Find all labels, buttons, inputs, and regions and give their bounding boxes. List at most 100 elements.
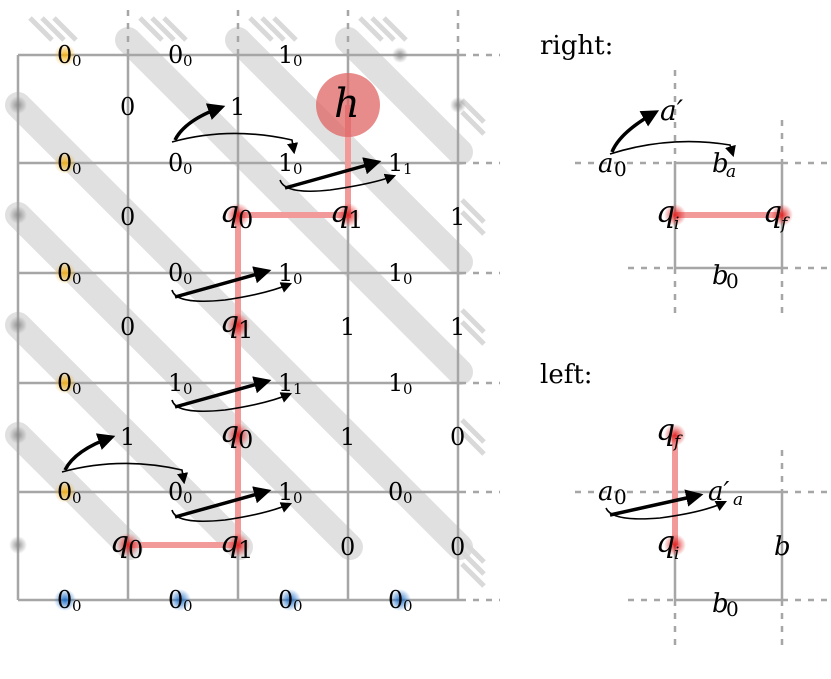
left-a-prime-a-sub: a — [733, 490, 743, 510]
cell: 0 — [450, 533, 465, 561]
head-marker: h — [316, 73, 380, 137]
blank-cell: 0 — [278, 586, 293, 614]
state-sub: 1 — [348, 206, 363, 234]
cell: 0 — [168, 41, 183, 69]
cell-sub: 1 — [293, 380, 303, 398]
right-ba: b — [712, 149, 729, 179]
cell-sub: 0 — [293, 52, 303, 70]
cell: 1 — [450, 313, 465, 341]
cell: 1 — [278, 478, 293, 506]
right-ba-sub: a — [726, 162, 736, 182]
cell: 1 — [450, 203, 465, 231]
cell: 0 — [168, 149, 183, 177]
cell: 1 — [340, 313, 355, 341]
state-q: q — [220, 415, 239, 450]
left-panel-title: left: — [540, 360, 593, 390]
cell-sub: 0 — [403, 270, 413, 288]
cell-sub: 0 — [183, 489, 193, 507]
left-b0-sub: 0 — [726, 597, 739, 621]
left-b0: b — [712, 589, 729, 619]
cell: 1 — [120, 423, 135, 451]
state-glows — [116, 203, 360, 557]
left-b: b — [774, 532, 791, 562]
cell: 0 — [120, 203, 135, 231]
cell-sub: 1 — [403, 160, 413, 178]
cell-sub: 0 — [183, 270, 193, 288]
right-qf: q — [763, 195, 782, 230]
blank-cell: 0 — [57, 478, 72, 506]
blank-sub: 0 — [183, 597, 193, 615]
blank-cell: 0 — [57, 41, 72, 69]
blank-sub: 0 — [72, 380, 82, 398]
cell: 1 — [278, 149, 293, 177]
left-qi-sub: i — [674, 544, 679, 564]
state-sub: 0 — [238, 426, 253, 454]
state-q1: q — [330, 195, 349, 230]
state-q1: q — [220, 525, 239, 560]
diagonal-hatches — [28, 16, 486, 588]
left-qi: q — [656, 525, 675, 560]
state-q0: q — [110, 525, 129, 560]
state-sub: 0 — [238, 206, 253, 234]
cell-sub: 0 — [293, 489, 303, 507]
blank-cell: 0 — [57, 586, 72, 614]
left-qf-sub: f — [672, 432, 683, 452]
cell: 1 — [388, 149, 403, 177]
cell-sub: 0 — [293, 270, 303, 288]
cell: 1 — [388, 259, 403, 287]
right-panel-title: right: — [540, 31, 613, 61]
cell-sub: 0 — [293, 160, 303, 178]
blank-cell: 0 — [57, 369, 72, 397]
cell: 0 — [450, 423, 465, 451]
blank-sub: 0 — [403, 597, 413, 615]
cell: 1 — [278, 259, 293, 287]
cell-sub: 0 — [403, 380, 413, 398]
cell: 0 — [120, 93, 135, 121]
left-a0-sub: 0 — [614, 485, 627, 509]
left-qf: q — [656, 413, 675, 448]
state-q: q — [220, 305, 239, 340]
state-sub: 0 — [128, 536, 143, 564]
state-sub: 1 — [238, 536, 253, 564]
cell-sub: 0 — [183, 52, 193, 70]
state-q0: q — [220, 195, 239, 230]
right-b0-sub: 0 — [726, 269, 739, 293]
blank-sub: 0 — [72, 597, 82, 615]
cell: 1 — [278, 41, 293, 69]
cell: 1 — [230, 93, 245, 121]
blank-sub: 0 — [72, 270, 82, 288]
blank-cell: 0 — [57, 149, 72, 177]
blank-cell: 0 — [388, 586, 403, 614]
right-b0: b — [712, 261, 729, 291]
right-qf-sub: f — [779, 214, 790, 234]
blank-sub: 0 — [72, 160, 82, 178]
cell: 0 — [388, 478, 403, 506]
blank-sub: 0 — [293, 597, 303, 615]
right-qi-sub: i — [674, 214, 679, 234]
cell: 0 — [168, 478, 183, 506]
cell-sub: 0 — [183, 160, 193, 178]
blank-sub: 0 — [72, 489, 82, 507]
cell-sub: 0 — [183, 380, 193, 398]
edge-markers — [9, 47, 466, 554]
cell: 1 — [168, 369, 183, 397]
cell: 0 — [168, 259, 183, 287]
left-a-prime-a: a′ — [708, 477, 730, 507]
blank-sub: 0 — [72, 52, 82, 70]
state-sub: 1 — [238, 316, 253, 344]
cell: 1 — [388, 369, 403, 397]
cell: 0 — [340, 533, 355, 561]
right-a-prime: a′ — [660, 94, 684, 127]
blank-cell: 0 — [57, 259, 72, 287]
transition-arrows — [61, 103, 397, 523]
right-a0: a — [598, 149, 614, 179]
cell: 1 — [278, 369, 293, 397]
cell: 1 — [340, 423, 355, 451]
cell-sub: 0 — [403, 489, 413, 507]
